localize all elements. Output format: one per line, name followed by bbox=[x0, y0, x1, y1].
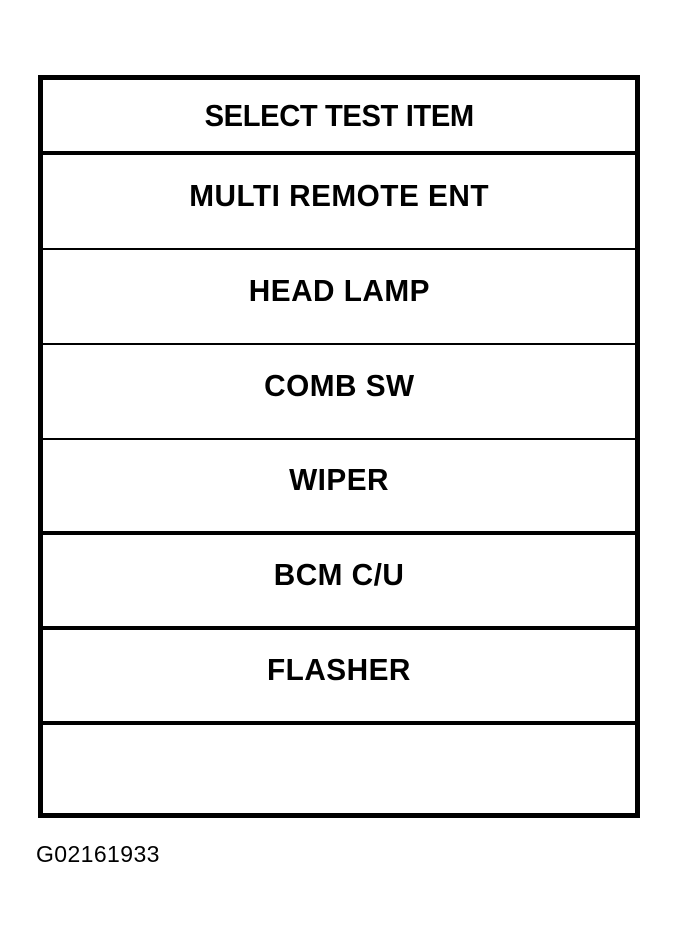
menu-item-wiper[interactable]: WIPER bbox=[43, 440, 635, 535]
select-test-item-screen: SELECT TEST ITEM MULTI REMOTE ENT HEAD L… bbox=[38, 75, 640, 818]
screen-title-label: SELECT TEST ITEM bbox=[204, 98, 474, 133]
menu-item-head-lamp[interactable]: HEAD LAMP bbox=[43, 250, 635, 345]
menu-item-label: BCM C/U bbox=[273, 557, 405, 592]
menu-item-comb-sw[interactable]: COMB SW bbox=[43, 345, 635, 440]
menu-item-empty[interactable] bbox=[43, 725, 635, 813]
menu-item-label: MULTI REMOTE ENT bbox=[189, 178, 489, 213]
menu-item-multi-remote-ent[interactable]: MULTI REMOTE ENT bbox=[43, 155, 635, 250]
figure-id-caption: G02161933 bbox=[36, 841, 160, 867]
menu-item-label: HEAD LAMP bbox=[248, 273, 430, 308]
menu-item-label: COMB SW bbox=[263, 368, 415, 403]
menu-item-bcm-cu[interactable]: BCM C/U bbox=[43, 535, 635, 630]
menu-item-label: FLASHER bbox=[267, 652, 411, 687]
screen-title-row: SELECT TEST ITEM bbox=[43, 80, 635, 155]
menu-item-flasher[interactable]: FLASHER bbox=[43, 630, 635, 725]
menu-item-label: WIPER bbox=[289, 462, 389, 497]
